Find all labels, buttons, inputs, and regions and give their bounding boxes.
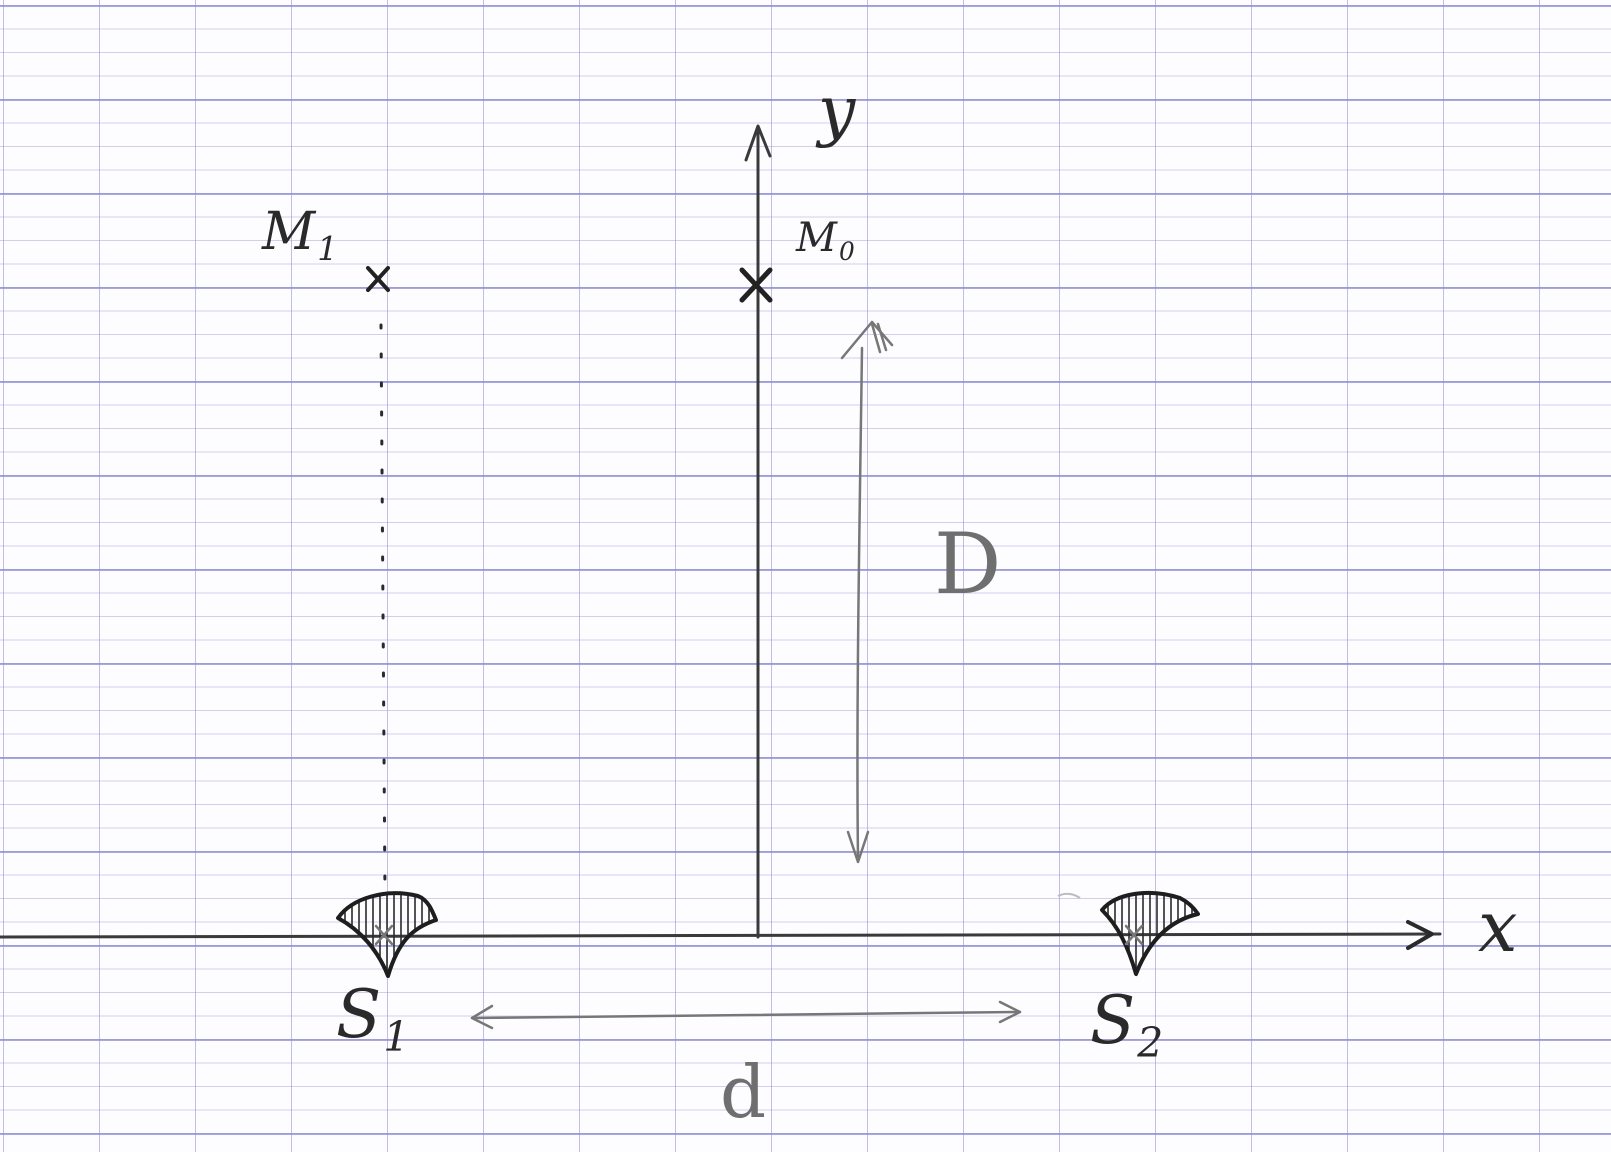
m1-label: M1 (262, 202, 338, 269)
distance-d-label: d (720, 1050, 767, 1134)
x-axis-line (0, 932, 1442, 939)
m0-point-marker (739, 267, 773, 303)
s1-label: S1 (336, 976, 410, 1062)
x-axis-arrowhead (1406, 920, 1434, 950)
distance-D-arrow (840, 320, 894, 864)
y-axis-arrowhead (744, 124, 772, 162)
m1-point-marker (366, 266, 390, 292)
source-s2-shape (1100, 890, 1200, 976)
distance-D-label: D (934, 515, 1002, 613)
pencil-smudge (1057, 892, 1081, 899)
distance-d-arrow (470, 1000, 1022, 1030)
y-axis-label: y (818, 72, 856, 149)
m1-label-subscript: 1 (317, 230, 338, 269)
source-s1-shape (336, 891, 438, 978)
s2-label: S2 (1090, 982, 1164, 1068)
m1-projection-dotted-line (379, 323, 387, 897)
s1-label-subscript: 1 (383, 1013, 410, 1062)
s2-label-subscript: 2 (1137, 1019, 1164, 1068)
m0-label: M0 (796, 215, 855, 266)
m0-label-subscript: 0 (838, 236, 855, 266)
x-axis-label: x (1478, 886, 1518, 968)
